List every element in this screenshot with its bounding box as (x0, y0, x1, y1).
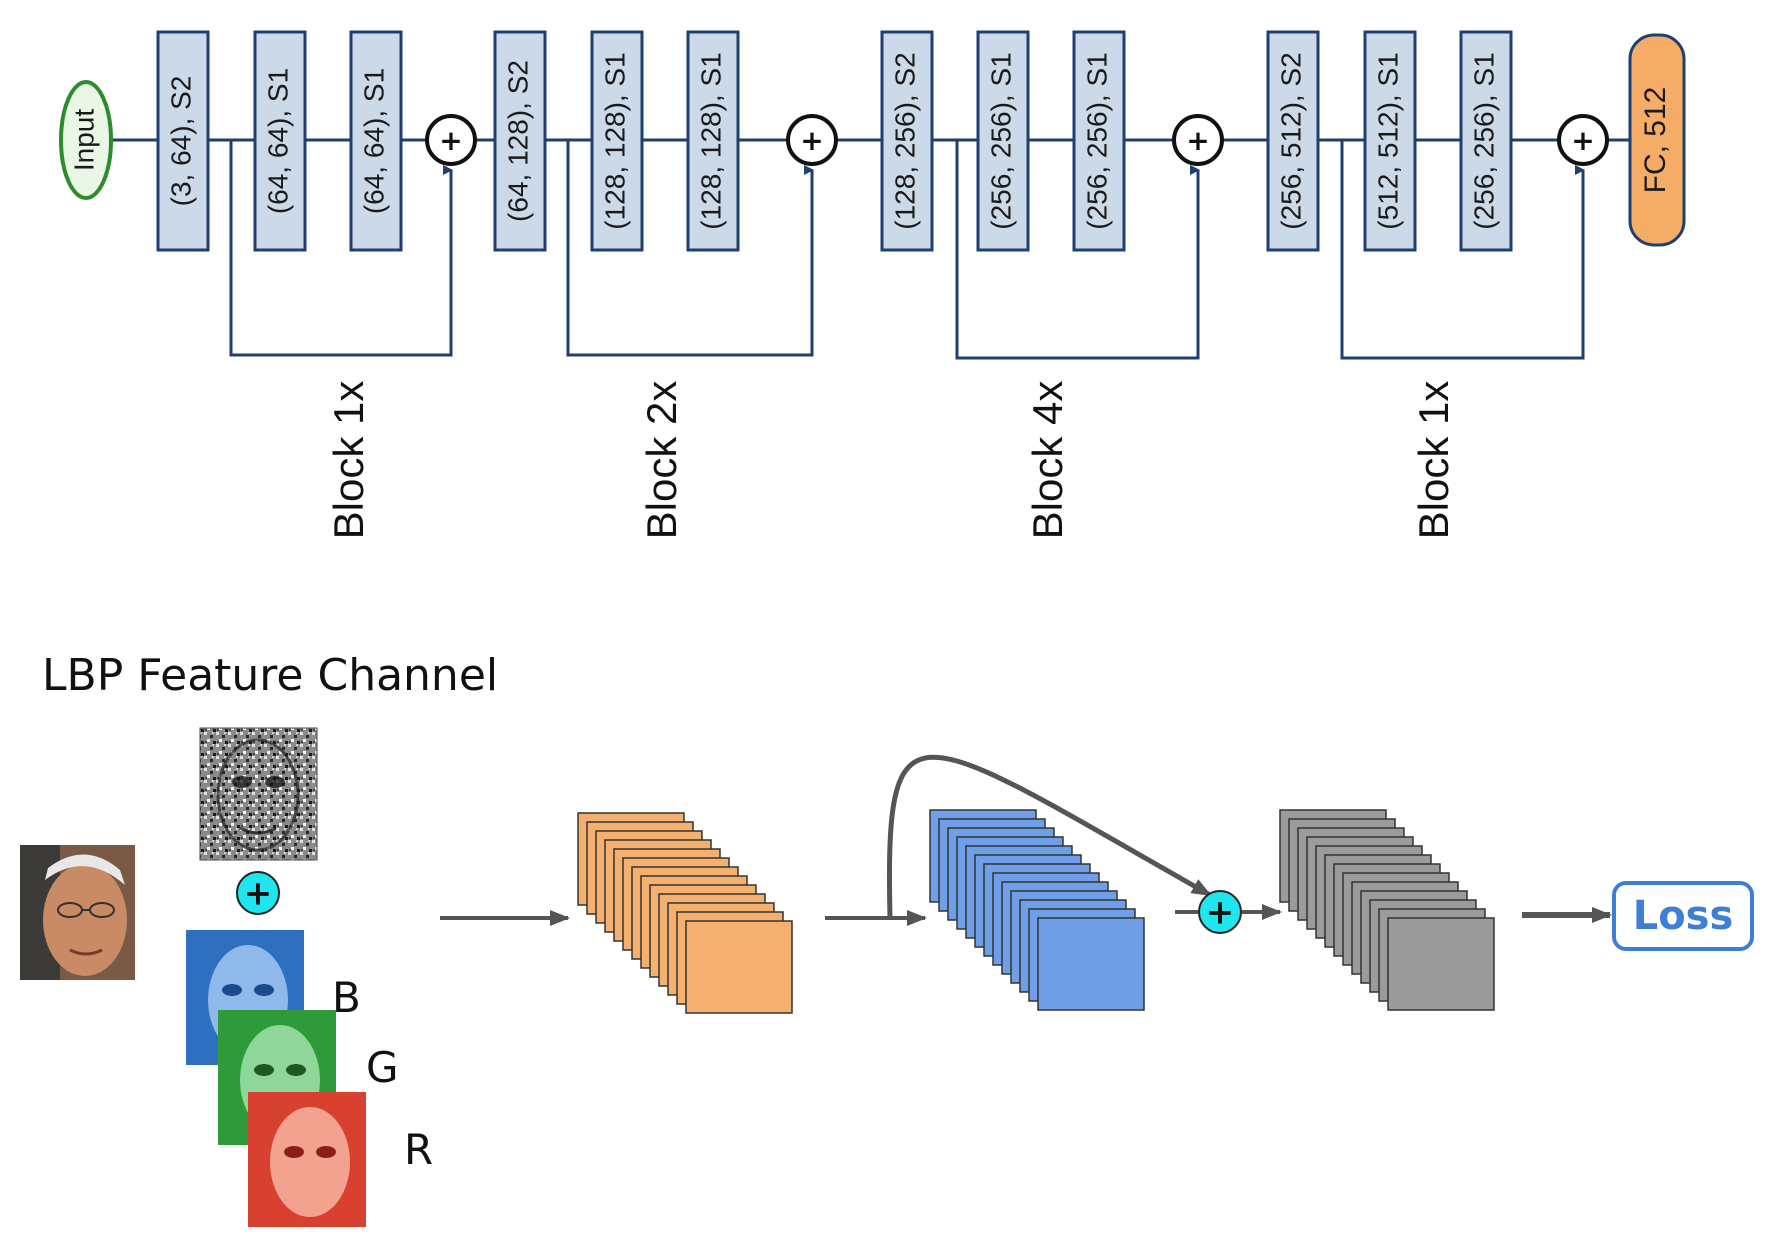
skip-connection (229, 140, 453, 357)
layer-label: (64, 128), S2 (502, 60, 533, 222)
skip-connection (955, 140, 1200, 360)
feature-map-stacks (577, 809, 1495, 1014)
add-node (786, 114, 838, 166)
layer-label: (256, 512), S2 (1275, 52, 1306, 229)
layer-box (880, 30, 934, 252)
layer-box (590, 30, 644, 252)
add-node (1557, 114, 1609, 166)
layer-label: (256, 256), S1 (985, 52, 1016, 229)
blue-feature-stack (929, 809, 1145, 1011)
block-label: Block 4x (1024, 381, 1071, 540)
layer-label: (3, 64), S2 (165, 76, 196, 207)
add-nodes: + + + + (425, 114, 1609, 166)
channel-label-r: R (404, 1125, 433, 1174)
add-node (1172, 114, 1224, 166)
layer-box (1072, 30, 1126, 252)
add-node (425, 114, 477, 166)
svg-text:+: + (244, 874, 273, 914)
feature-map (1387, 917, 1495, 1011)
layer-label: (128, 256), S2 (889, 52, 920, 229)
residual-add-node: + (1198, 890, 1242, 934)
channel-label-g: G (366, 1043, 399, 1092)
gray-feature-stack (1279, 809, 1495, 1011)
layer-label: (256, 256), S1 (1468, 52, 1499, 229)
section-title: LBP Feature Channel (42, 650, 498, 701)
layer-label: (512, 512), S1 (1372, 52, 1403, 229)
lbp-plus-node: + (236, 871, 280, 915)
layer-box (253, 30, 307, 252)
add-symbol: + (1571, 124, 1594, 157)
add-symbol: + (1186, 124, 1209, 157)
loss-label: Loss (1633, 893, 1734, 939)
layer-box (1363, 30, 1417, 252)
layer-label: (128, 128), S1 (695, 52, 726, 229)
layer-box (976, 30, 1030, 252)
face-photo (20, 845, 135, 980)
loss-box (1612, 881, 1754, 951)
feature-map (1037, 917, 1145, 1011)
layer-label: (128, 128), S1 (599, 52, 630, 229)
layer-box (493, 30, 547, 252)
block-label: Block 2x (638, 381, 685, 540)
input-node (59, 80, 113, 200)
layer-box (1266, 30, 1320, 252)
layer-box (156, 30, 210, 252)
svg-text:+: + (1206, 893, 1235, 933)
layer-label: (256, 256), S1 (1081, 52, 1112, 229)
layer-box (1459, 30, 1513, 252)
fc-label: FC, 512 (1639, 87, 1672, 194)
skip-connection (1340, 140, 1585, 360)
layer-box (686, 30, 740, 252)
add-symbol: + (439, 124, 462, 157)
feature-map (685, 920, 793, 1014)
block-label: Block 1x (325, 381, 372, 540)
orange-feature-stack (577, 812, 793, 1014)
fc-node (1628, 33, 1686, 247)
resnet-diagram: (3, 64), S2 (64, 64), S1 (64, 64), S1 (64, … (59, 30, 1686, 540)
skip-arrow (887, 754, 1212, 919)
layer-label: (64, 64), S1 (358, 68, 389, 214)
channel-label-b: B (332, 973, 361, 1022)
lbp-image (199, 727, 318, 861)
layer-box (349, 30, 403, 252)
lbp-pipeline: LBP Feature Channel + (20, 650, 1754, 1227)
add-symbol: + (800, 124, 823, 157)
block-labels: Block 1x Block 2x Block 4x Block 1x (325, 381, 1457, 540)
skip-connection (566, 140, 814, 357)
layer-boxes: (3, 64), S2 (64, 64), S1 (64, 64), S1 (64, … (156, 30, 1513, 252)
channel-r-image (248, 1092, 366, 1227)
block-label: Block 1x (1410, 381, 1457, 540)
layer-label: (64, 64), S1 (262, 68, 293, 214)
input-label: Input (68, 109, 99, 171)
skip-connections (229, 140, 1585, 360)
